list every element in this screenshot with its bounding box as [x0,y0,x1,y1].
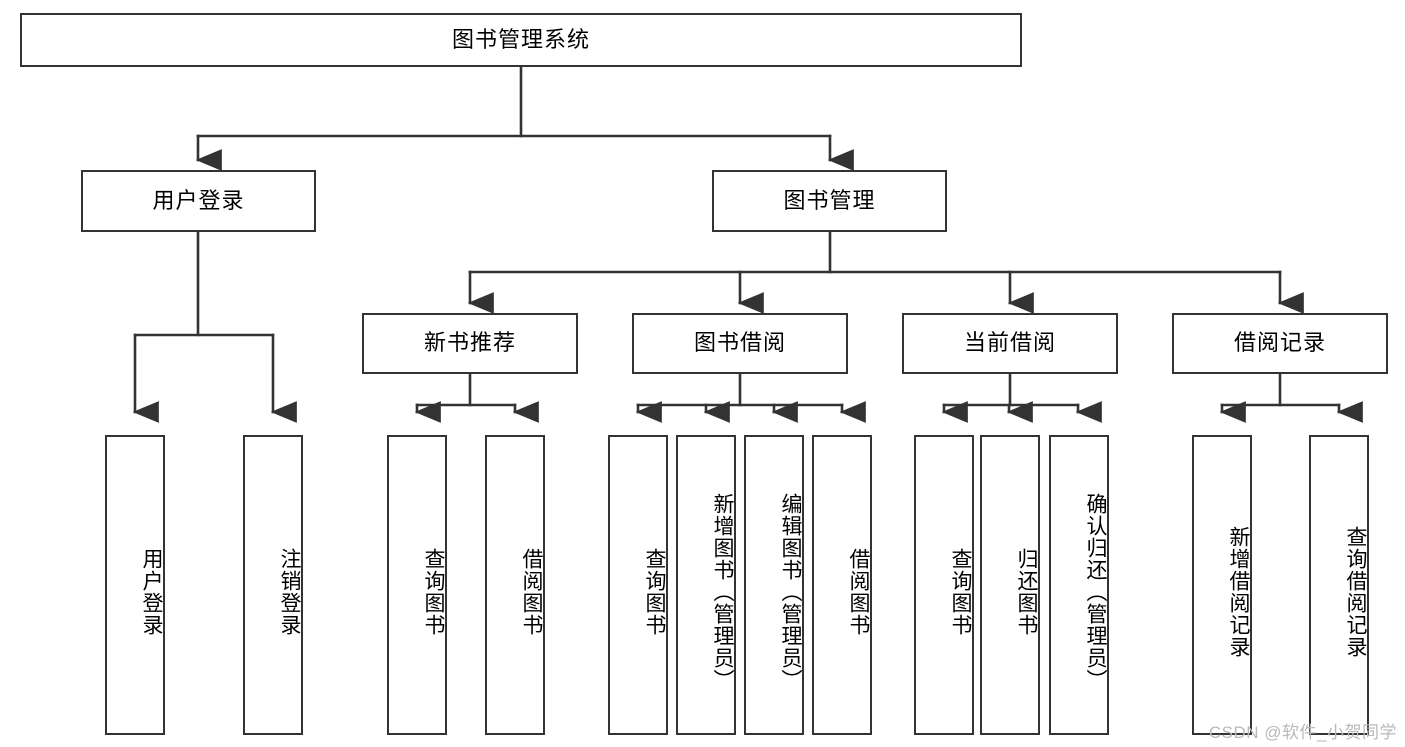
node-root-system[interactable]: 图书管理系统 [20,13,1022,67]
leaf-query-book-current[interactable]: 查询图书 [914,435,974,735]
leaf-return-book[interactable]: 归还图书 [980,435,1040,735]
node-borrow-record[interactable]: 借阅记录 [1172,313,1388,374]
leaf-query-book-borrow[interactable]: 查询图书 [608,435,668,735]
leaf-user-login[interactable]: 用户登录 [105,435,165,735]
node-book-borrow[interactable]: 图书借阅 [632,313,848,374]
leaf-query-borrow-record[interactable]: 查询借阅记录 [1309,435,1369,735]
node-user-login[interactable]: 用户登录 [81,170,316,232]
node-current-borrow[interactable]: 当前借阅 [902,313,1118,374]
leaf-borrow-book-recommend[interactable]: 借阅图书 [485,435,545,735]
leaf-logout[interactable]: 注销登录 [243,435,303,735]
leaf-confirm-return-admin[interactable]: 确认归还（管理员） [1049,435,1109,735]
leaf-edit-book-admin[interactable]: 编辑图书（管理员） [744,435,804,735]
csdn-watermark: CSDN @软件_小贺同学 [1208,723,1397,742]
leaf-add-book-admin[interactable]: 新增图书（管理员） [676,435,736,735]
node-new-book-recommend[interactable]: 新书推荐 [362,313,578,374]
leaf-borrow-book[interactable]: 借阅图书 [812,435,872,735]
leaf-query-book-recommend[interactable]: 查询图书 [387,435,447,735]
node-book-management[interactable]: 图书管理 [712,170,947,232]
leaf-add-borrow-record[interactable]: 新增借阅记录 [1192,435,1252,735]
